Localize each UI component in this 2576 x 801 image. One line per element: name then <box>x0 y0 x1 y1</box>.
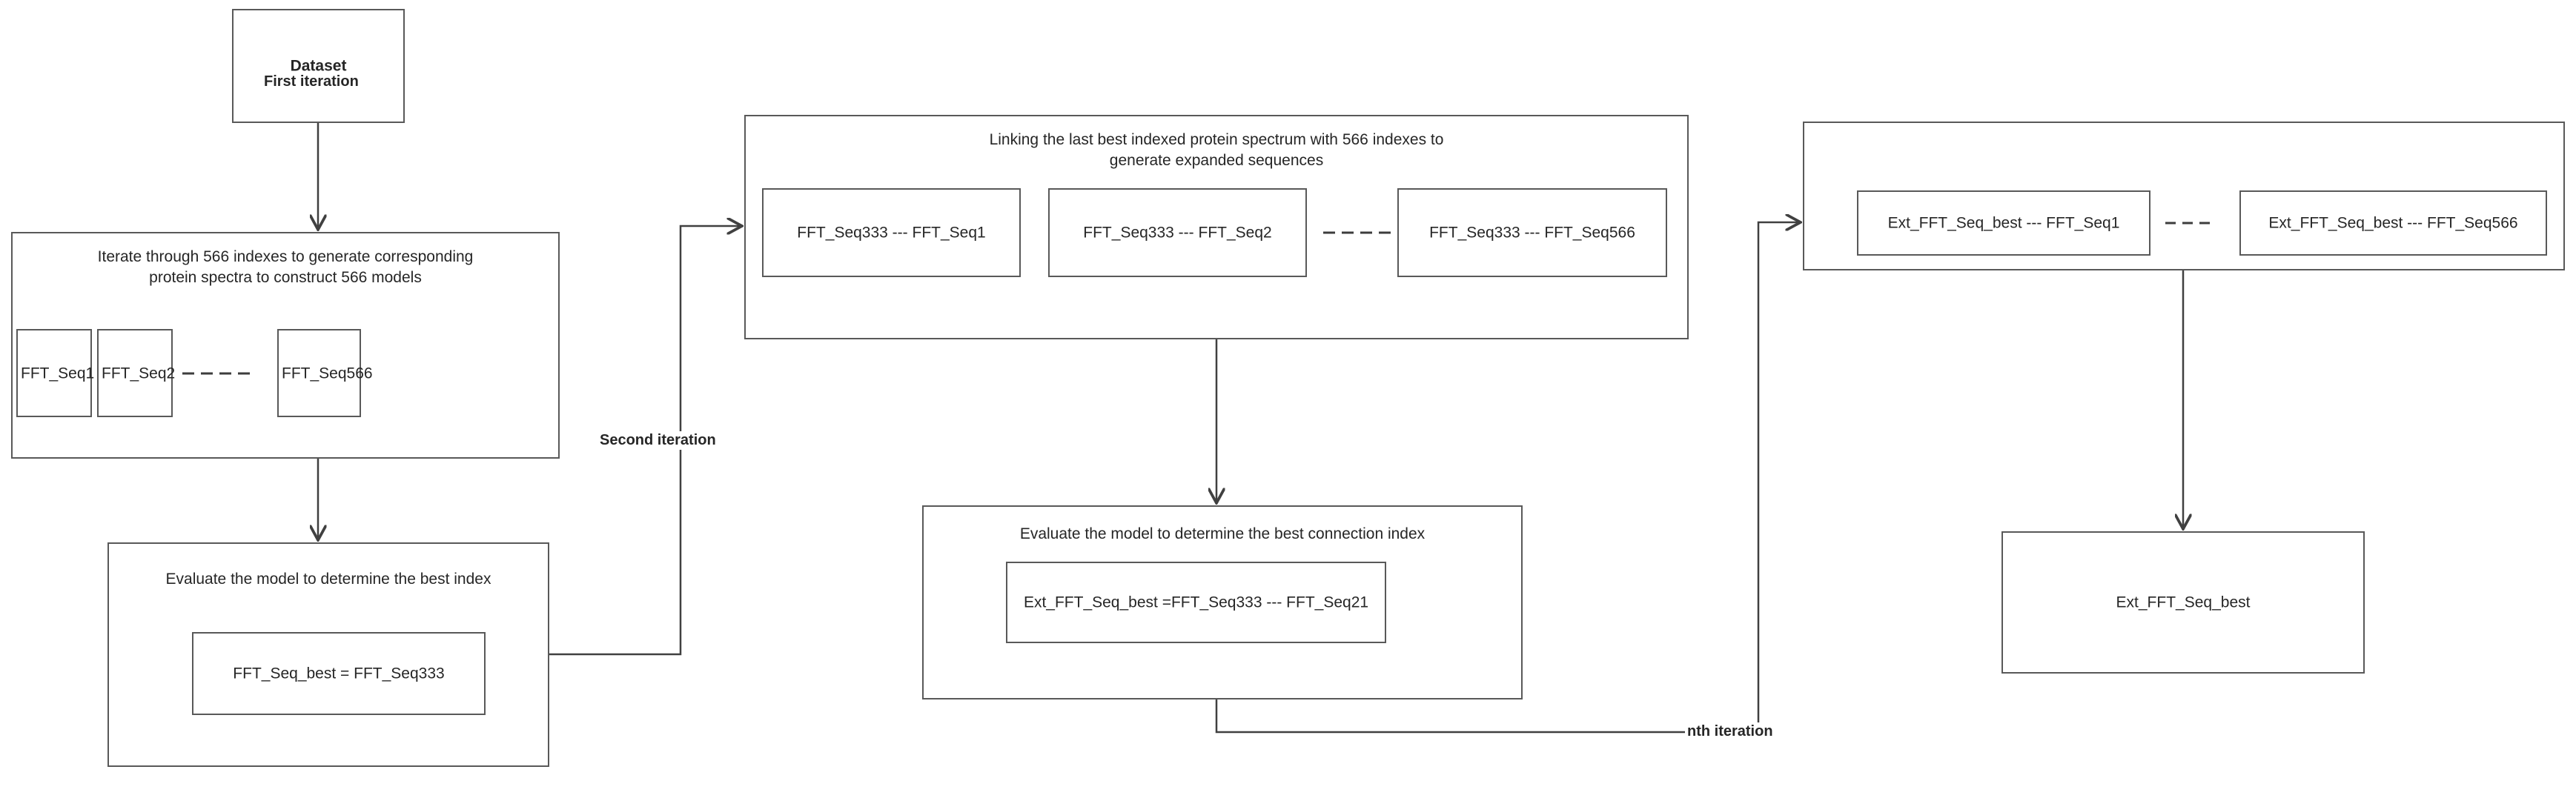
eval-best-connection-header: Evaluate the model to determine the best… <box>1019 525 1426 542</box>
eval-best-index-header: Evaluate the model to determine the best… <box>165 571 491 588</box>
node-nth-item-1[interactable]: Ext_FFT_Seq_best --- FFT_Seq1 <box>1857 190 2150 256</box>
node-linking-item-2-label: FFT_Seq333 --- FFT_Seq2 <box>1083 224 1272 242</box>
node-ext-fft-seq-best-result[interactable]: Ext_FFT_Seq_best =FFT_Seq333 --- FFT_Seq… <box>1006 562 1386 643</box>
node-nth-item-1-label: Ext_FFT_Seq_best --- FFT_Seq1 <box>1887 214 2120 232</box>
linking-block-separator <box>1323 231 1391 234</box>
dash-glyph <box>2182 222 2193 225</box>
node-linking-item-1[interactable]: FFT_Seq333 --- FFT_Seq1 <box>762 188 1021 277</box>
node-final-result[interactable]: Ext_FFT_Seq_best <box>2001 531 2365 674</box>
node-fft-seq1[interactable]: FFT_Seq1 <box>16 329 95 417</box>
node-final-result-label: Ext_FFT_Seq_best <box>2116 594 2251 611</box>
dash-glyph <box>1360 231 1372 234</box>
node-fft-seq566-label: FFT_Seq566 <box>282 364 373 382</box>
first-iteration-block-separator <box>182 372 250 375</box>
dash-glyph <box>1379 231 1391 234</box>
node-nth-item-566-label: Ext_FFT_Seq_best --- FFT_Seq566 <box>2268 214 2518 232</box>
node-linking-item-2[interactable]: FFT_Seq333 --- FFT_Seq2 <box>1048 188 1307 277</box>
node-dataset-label: Dataset <box>290 57 347 75</box>
edge-label-second-iteration: Second iteration <box>597 431 718 450</box>
edge-label-first-iteration: First iteration <box>262 73 361 91</box>
nth-block-separator <box>2165 222 2210 225</box>
node-dataset[interactable]: Dataset <box>232 9 405 123</box>
dash-glyph <box>2165 222 2176 225</box>
dash-glyph <box>1323 231 1335 234</box>
dash-glyph <box>201 372 213 375</box>
dash-glyph <box>238 372 250 375</box>
node-fft-seq-best-result-label: FFT_Seq_best = FFT_Seq333 <box>233 665 445 682</box>
dash-glyph <box>1342 231 1354 234</box>
node-fft-seq2[interactable]: FFT_Seq2 <box>97 329 176 417</box>
node-fft-seq2-label: FFT_Seq2 <box>102 364 176 382</box>
node-linking-item-566[interactable]: FFT_Seq333 --- FFT_Seq566 <box>1397 188 1667 277</box>
node-fft-seq1-label: FFT_Seq1 <box>21 364 95 382</box>
dash-glyph <box>219 372 231 375</box>
linking-block-header: Linking the last best indexed protein sp… <box>989 131 1444 170</box>
node-linking-item-1-label: FFT_Seq333 --- FFT_Seq1 <box>797 224 986 242</box>
dash-glyph <box>182 372 194 375</box>
node-nth-item-566[interactable]: Ext_FFT_Seq_best --- FFT_Seq566 <box>2239 190 2547 256</box>
edge-label-nth-iteration: nth iteration <box>1685 722 1775 741</box>
node-fft-seq566[interactable]: FFT_Seq566 <box>277 329 373 417</box>
dash-glyph <box>2199 222 2210 225</box>
node-ext-fft-seq-best-result-label: Ext_FFT_Seq_best =FFT_Seq333 --- FFT_Seq… <box>1023 594 1369 611</box>
first-iteration-block-header: Iterate through 566 indexes to generate … <box>97 248 474 287</box>
node-fft-seq-best-result[interactable]: FFT_Seq_best = FFT_Seq333 <box>192 632 486 715</box>
node-linking-item-566-label: FFT_Seq333 --- FFT_Seq566 <box>1429 224 1635 242</box>
